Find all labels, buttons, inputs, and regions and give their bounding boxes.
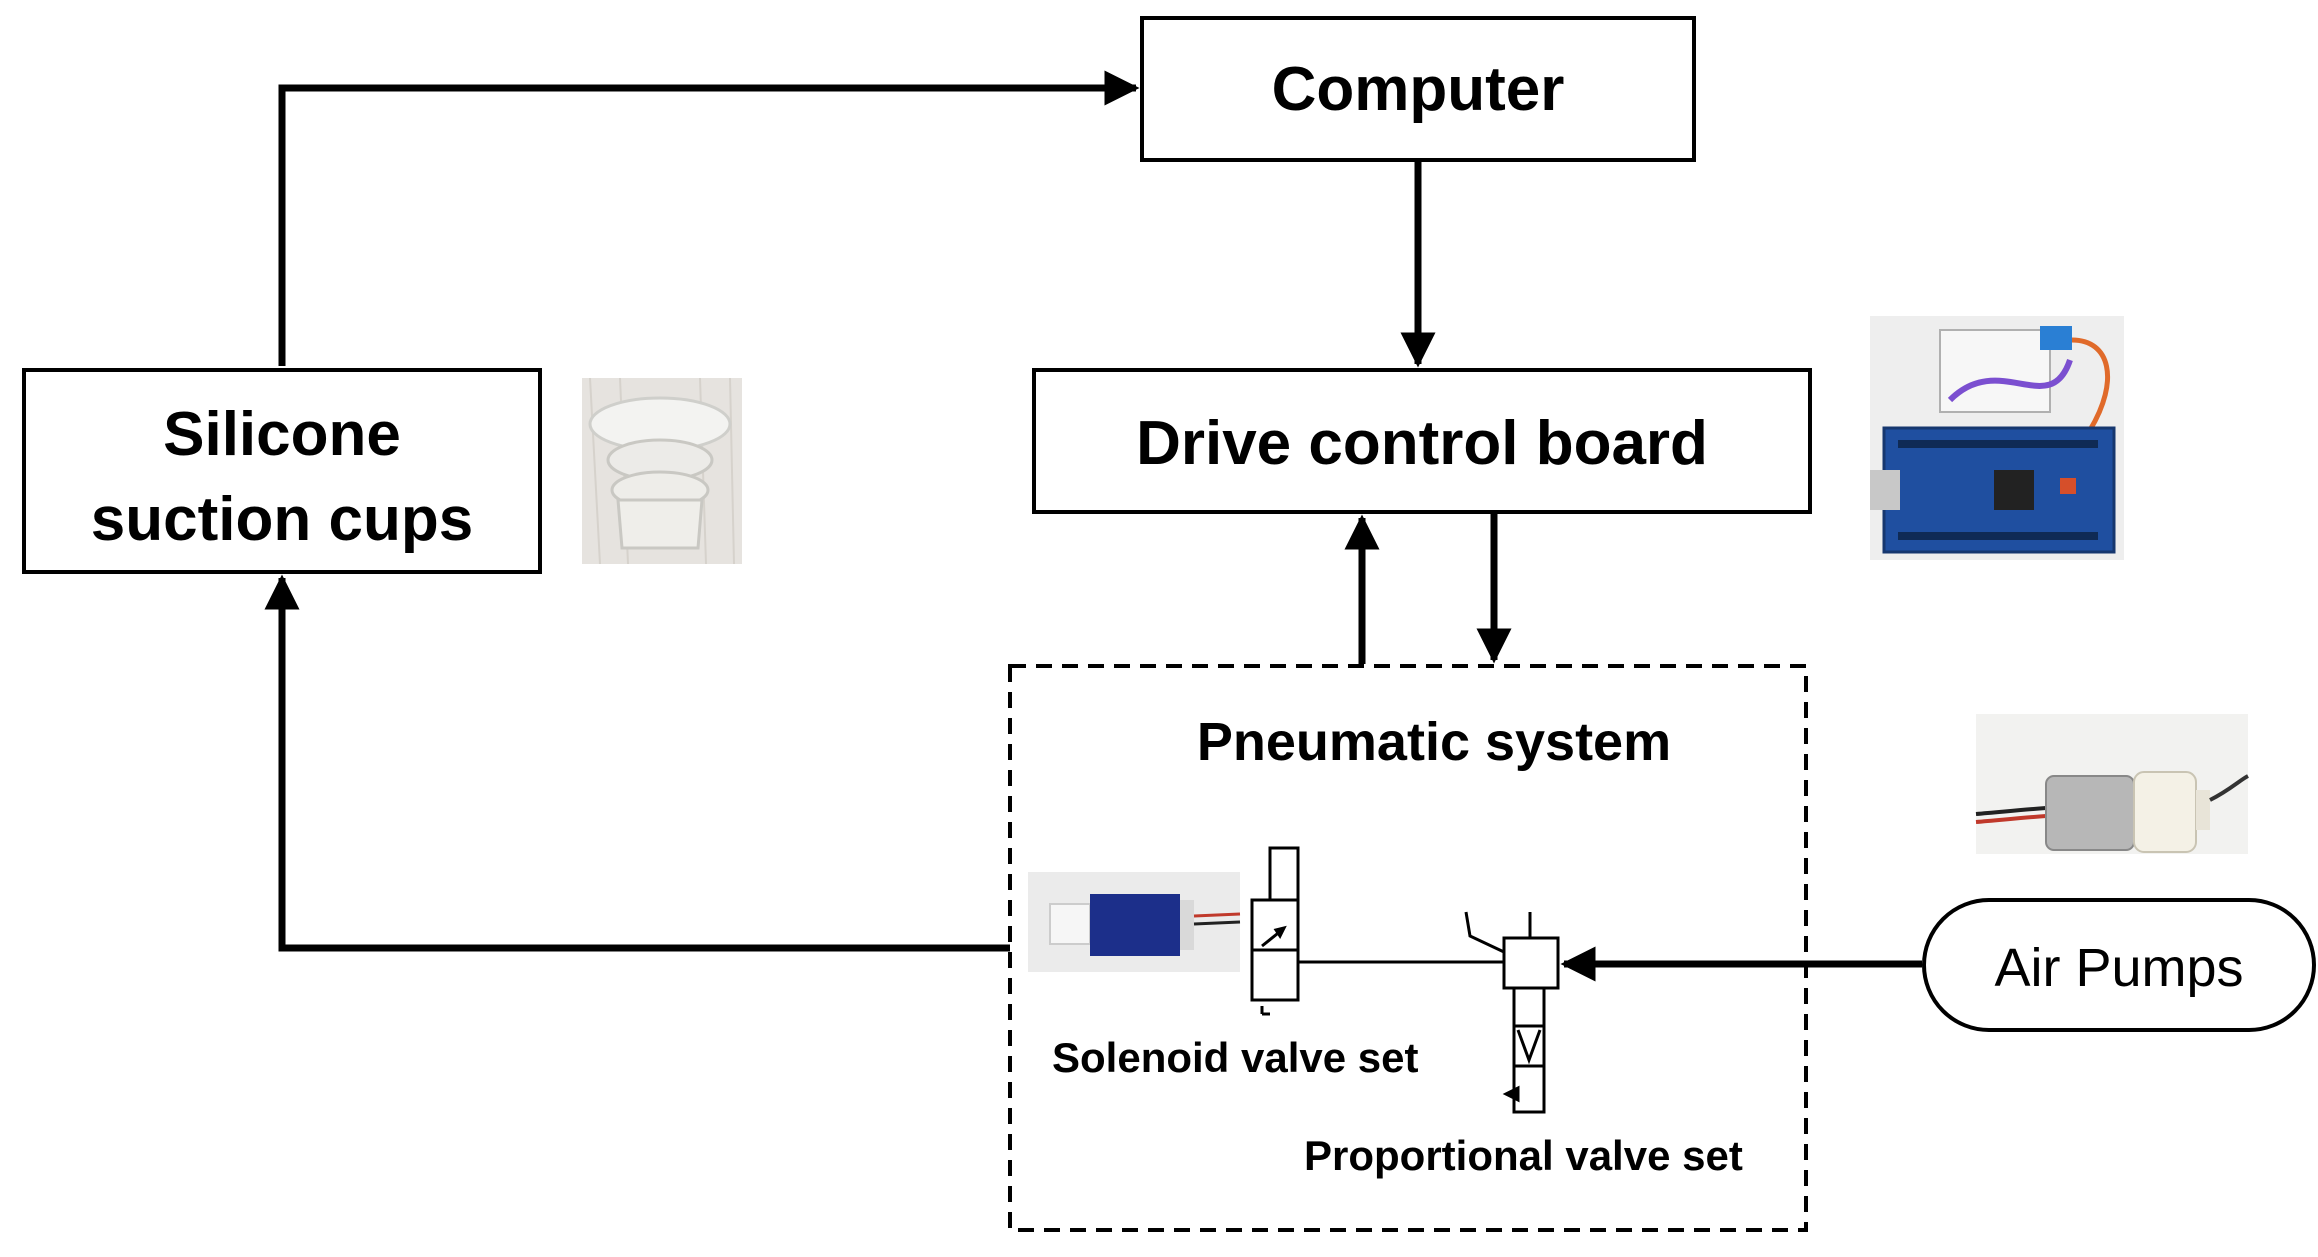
drive-control-board-node: Drive control board [1032, 368, 1812, 514]
computer-label: Computer [1272, 55, 1565, 124]
arduino-board-photo [1870, 316, 2124, 560]
solenoid-valve-label: Solenoid valve set [1052, 1034, 1418, 1081]
proportional-valve-label: Proportional valve set [1304, 1132, 1743, 1179]
proportional-valve-symbol [1464, 911, 1560, 1114]
air-pump-photo [1975, 714, 2249, 854]
pneumatic-system-group: Pneumatic system [1008, 664, 1808, 1232]
air-pumps-node: Air Pumps [1922, 898, 2316, 1032]
connectors [264, 70, 1922, 982]
suction-cups-label-line1: Silicone [163, 400, 401, 469]
drive-control-board-label: Drive control board [1136, 409, 1708, 478]
arrow-solenoid-to-suction [264, 574, 1010, 952]
pneumatic-system-label: Pneumatic system [1197, 712, 1671, 772]
solenoid-valve-symbol [1250, 846, 1300, 1016]
computer-node: Computer [1140, 16, 1696, 162]
suction-cup-photo [582, 377, 742, 565]
suction-cups-label-line2: suction cups [91, 485, 473, 554]
silicone-suction-cups-node: Silicone suction cups [22, 368, 542, 574]
arrow-suction-to-computer [278, 70, 1140, 366]
air-pumps-label: Air Pumps [1994, 938, 2243, 998]
solenoid-valve-photo [1028, 872, 1241, 972]
